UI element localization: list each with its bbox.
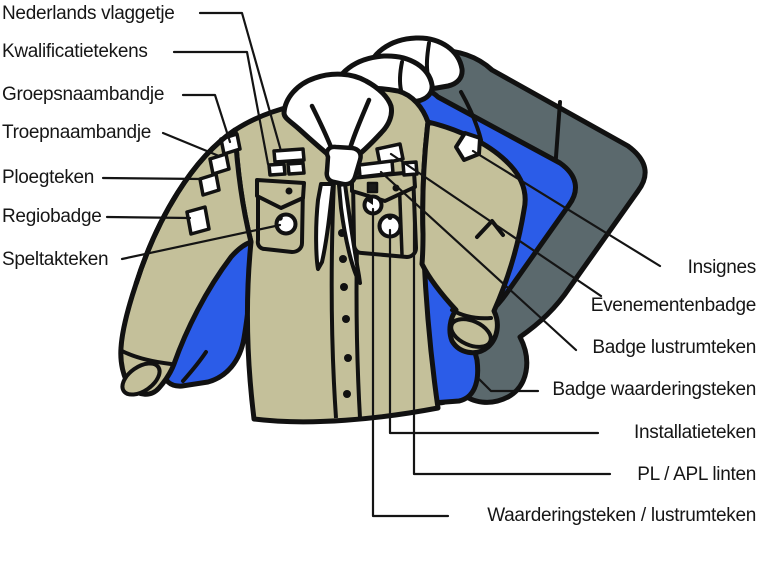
right-cuff-opening <box>449 317 493 349</box>
pointer-lines <box>101 11 662 518</box>
qualification-badge-right <box>286 161 306 176</box>
troop-name-band-badge <box>208 152 231 176</box>
shirt-middle-cuff-seam <box>181 350 208 383</box>
label-installatieteken: Installatieteken <box>634 422 756 443</box>
sleeve-edge-overlay <box>133 127 237 285</box>
label-ploegteken: Ploegteken <box>2 167 95 188</box>
label-badge-waarderingsteken: Badge waarderingsteken <box>552 379 756 400</box>
neckerchief-front-back-panel <box>281 71 394 164</box>
pointer-waarderingsteken-lustrumteken <box>371 207 450 518</box>
pointer-kwalificatietekens <box>172 50 270 166</box>
label-waarderingsteken-lustrumteken: Waarderingsteken / lustrumteken <box>487 505 756 526</box>
label-insignes: Insignes <box>687 257 757 278</box>
installation-badge-mark <box>387 215 393 220</box>
hanger-loop <box>366 181 379 194</box>
pointer-nederlands-vlaggetje <box>198 11 283 153</box>
label-pl-apl-linten: PL / APL linten <box>637 464 756 485</box>
left-pocket-flap <box>255 178 306 210</box>
left-cuff-opening <box>120 361 162 397</box>
right-cuff-seam <box>450 308 493 321</box>
pointer-speltakteken <box>120 223 282 261</box>
neckerchief-tail-left <box>314 182 335 271</box>
badges <box>133 127 482 285</box>
pointer-insignes <box>471 149 662 268</box>
pointer-badge-waarderingsteken <box>477 377 540 393</box>
speltak-badge-mark <box>277 215 283 221</box>
label-regiobadge: Regiobadge <box>2 206 102 227</box>
label-nederlands-vlaggetje: Nederlands vlaggetje <box>2 3 175 24</box>
left-cuff-seam <box>120 349 173 366</box>
neckerchief-tail-right <box>337 182 362 285</box>
pointer-groepsnaambandje <box>181 93 232 144</box>
pointer-installatieteken <box>388 228 600 435</box>
qualification-badge-left <box>267 162 287 177</box>
label-badge-lustrumteken: Badge lustrumteken <box>592 337 756 358</box>
neckerchief-front <box>281 71 394 285</box>
pointer-evenementenbadge <box>389 152 603 298</box>
region-badge <box>185 205 211 236</box>
label-kwalificatietekens: Kwalificatietekens <box>2 41 148 62</box>
buttons <box>338 229 352 398</box>
lustrum-badge <box>357 159 395 179</box>
left-pocket-button <box>285 187 293 195</box>
dutch-flag-badge <box>272 147 306 164</box>
team-badge <box>198 172 221 197</box>
pointer-pl-apl-linten <box>412 174 612 476</box>
pointer-ploegteken <box>101 176 204 181</box>
neckerchief-knot <box>324 144 363 187</box>
shoulder-insignia-badge <box>454 131 482 162</box>
placket-line-left <box>329 179 338 419</box>
label-troepnaambandje: Troepnaambandje <box>2 122 152 143</box>
neckerchief-middle-fold <box>397 60 404 92</box>
label-speltakteken: Speltakteken <box>2 249 109 270</box>
label-evenementenbadge: Evenementenbadge <box>590 295 757 316</box>
pointer-regiobadge <box>105 215 192 220</box>
label-groepsnaambandje: Groepsnaambandje <box>2 84 165 105</box>
pointer-troepnaambandje <box>161 131 221 158</box>
waardering-lustrum-badge-mark <box>365 196 373 205</box>
